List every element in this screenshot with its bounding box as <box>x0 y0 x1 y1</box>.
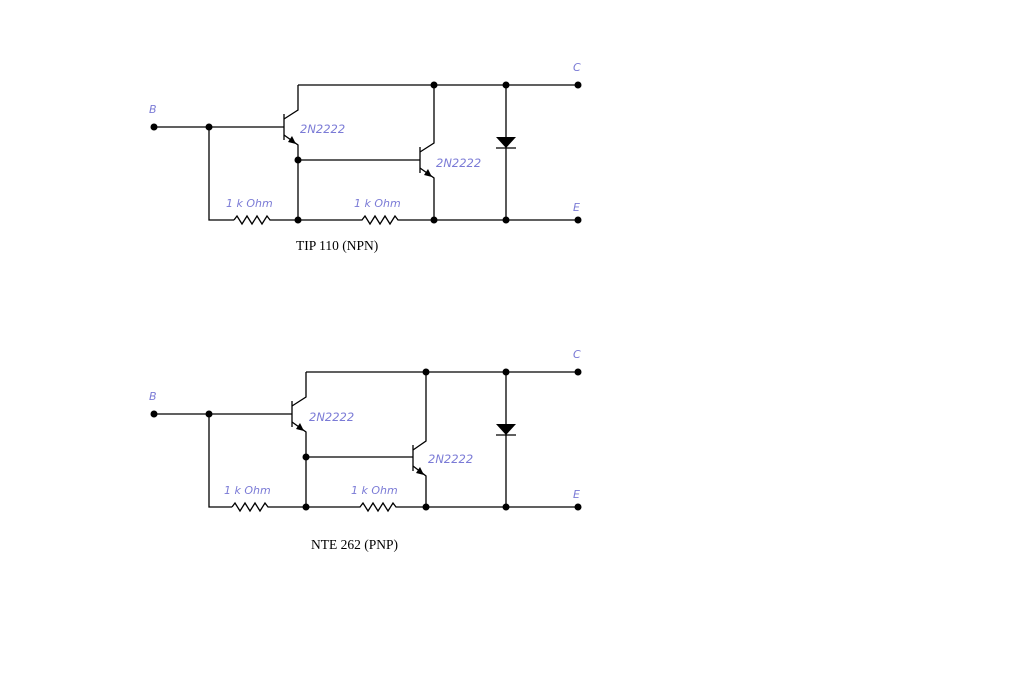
circuit-npn: B C E 2N2222 2N2222 1 k Ohm 1 k Ohm TIP … <box>149 61 582 253</box>
emitter-terminal <box>574 216 582 224</box>
emitter-label: E <box>573 201 580 214</box>
junction-dot <box>294 156 302 164</box>
base-terminal <box>150 410 158 418</box>
q2-emitter-arrow <box>424 169 432 177</box>
transistor-2-label: 2N2222 <box>436 156 481 170</box>
transistor-2-label: 2N2222 <box>428 452 473 466</box>
resistor-2-label: 1 k Ohm <box>354 197 401 210</box>
junction-dot <box>302 503 310 511</box>
circuit-caption: TIP 110 (NPN) <box>296 238 378 253</box>
base-drop <box>208 414 232 508</box>
resistor-2 <box>298 214 578 226</box>
q2-emitter-lead <box>419 167 435 220</box>
junction-dot <box>205 123 213 131</box>
junction-dot <box>302 453 310 461</box>
q2-collector-lead <box>419 85 435 153</box>
junction-dot <box>502 81 510 89</box>
collector-terminal <box>574 368 582 376</box>
junction-dot <box>294 216 302 224</box>
base-label: B <box>149 103 157 116</box>
resistor-1-label: 1 k Ohm <box>226 197 273 210</box>
transistor-1-label: 2N2222 <box>300 122 345 136</box>
resistor-1-label: 1 k Ohm <box>224 484 271 497</box>
q1-emitter-lead <box>283 134 299 220</box>
diode-icon <box>496 424 516 435</box>
emitter-terminal <box>574 503 582 511</box>
transistor-1-label: 2N2222 <box>309 410 354 424</box>
q1-collector-lead <box>291 372 307 407</box>
base-drop <box>208 127 234 221</box>
diode-icon <box>496 137 516 148</box>
junction-dot <box>422 503 430 511</box>
circuit-pnp: B C E 2N2222 2N2222 1 k Ohm 1 k Ohm NTE … <box>149 348 582 552</box>
resistor-2-label: 1 k Ohm <box>351 484 398 497</box>
resistor-1 <box>231 501 306 513</box>
collector-terminal <box>574 81 582 89</box>
junction-dot <box>502 368 510 376</box>
junction-dot <box>502 503 510 511</box>
q2-emitter-lead <box>412 465 427 507</box>
resistor-2 <box>306 501 578 513</box>
q1-emitter-lead <box>291 421 307 507</box>
base-label: B <box>149 390 157 403</box>
junction-dot <box>422 368 430 376</box>
junction-dot <box>205 410 213 418</box>
collector-label: C <box>573 348 581 361</box>
emitter-label: E <box>573 488 580 501</box>
q2-collector-lead <box>412 372 427 451</box>
junction-dot <box>430 81 438 89</box>
resistor-1 <box>233 214 298 226</box>
circuit-caption: NTE 262 (PNP) <box>311 537 398 552</box>
junction-dot <box>430 216 438 224</box>
base-terminal <box>150 123 158 131</box>
collector-label: C <box>573 61 581 74</box>
q1-emitter-arrow <box>288 136 296 144</box>
q2-emitter-arrow <box>416 467 424 475</box>
junction-dot <box>502 216 510 224</box>
q1-emitter-arrow <box>296 423 304 431</box>
q1-collector-lead <box>283 85 299 120</box>
